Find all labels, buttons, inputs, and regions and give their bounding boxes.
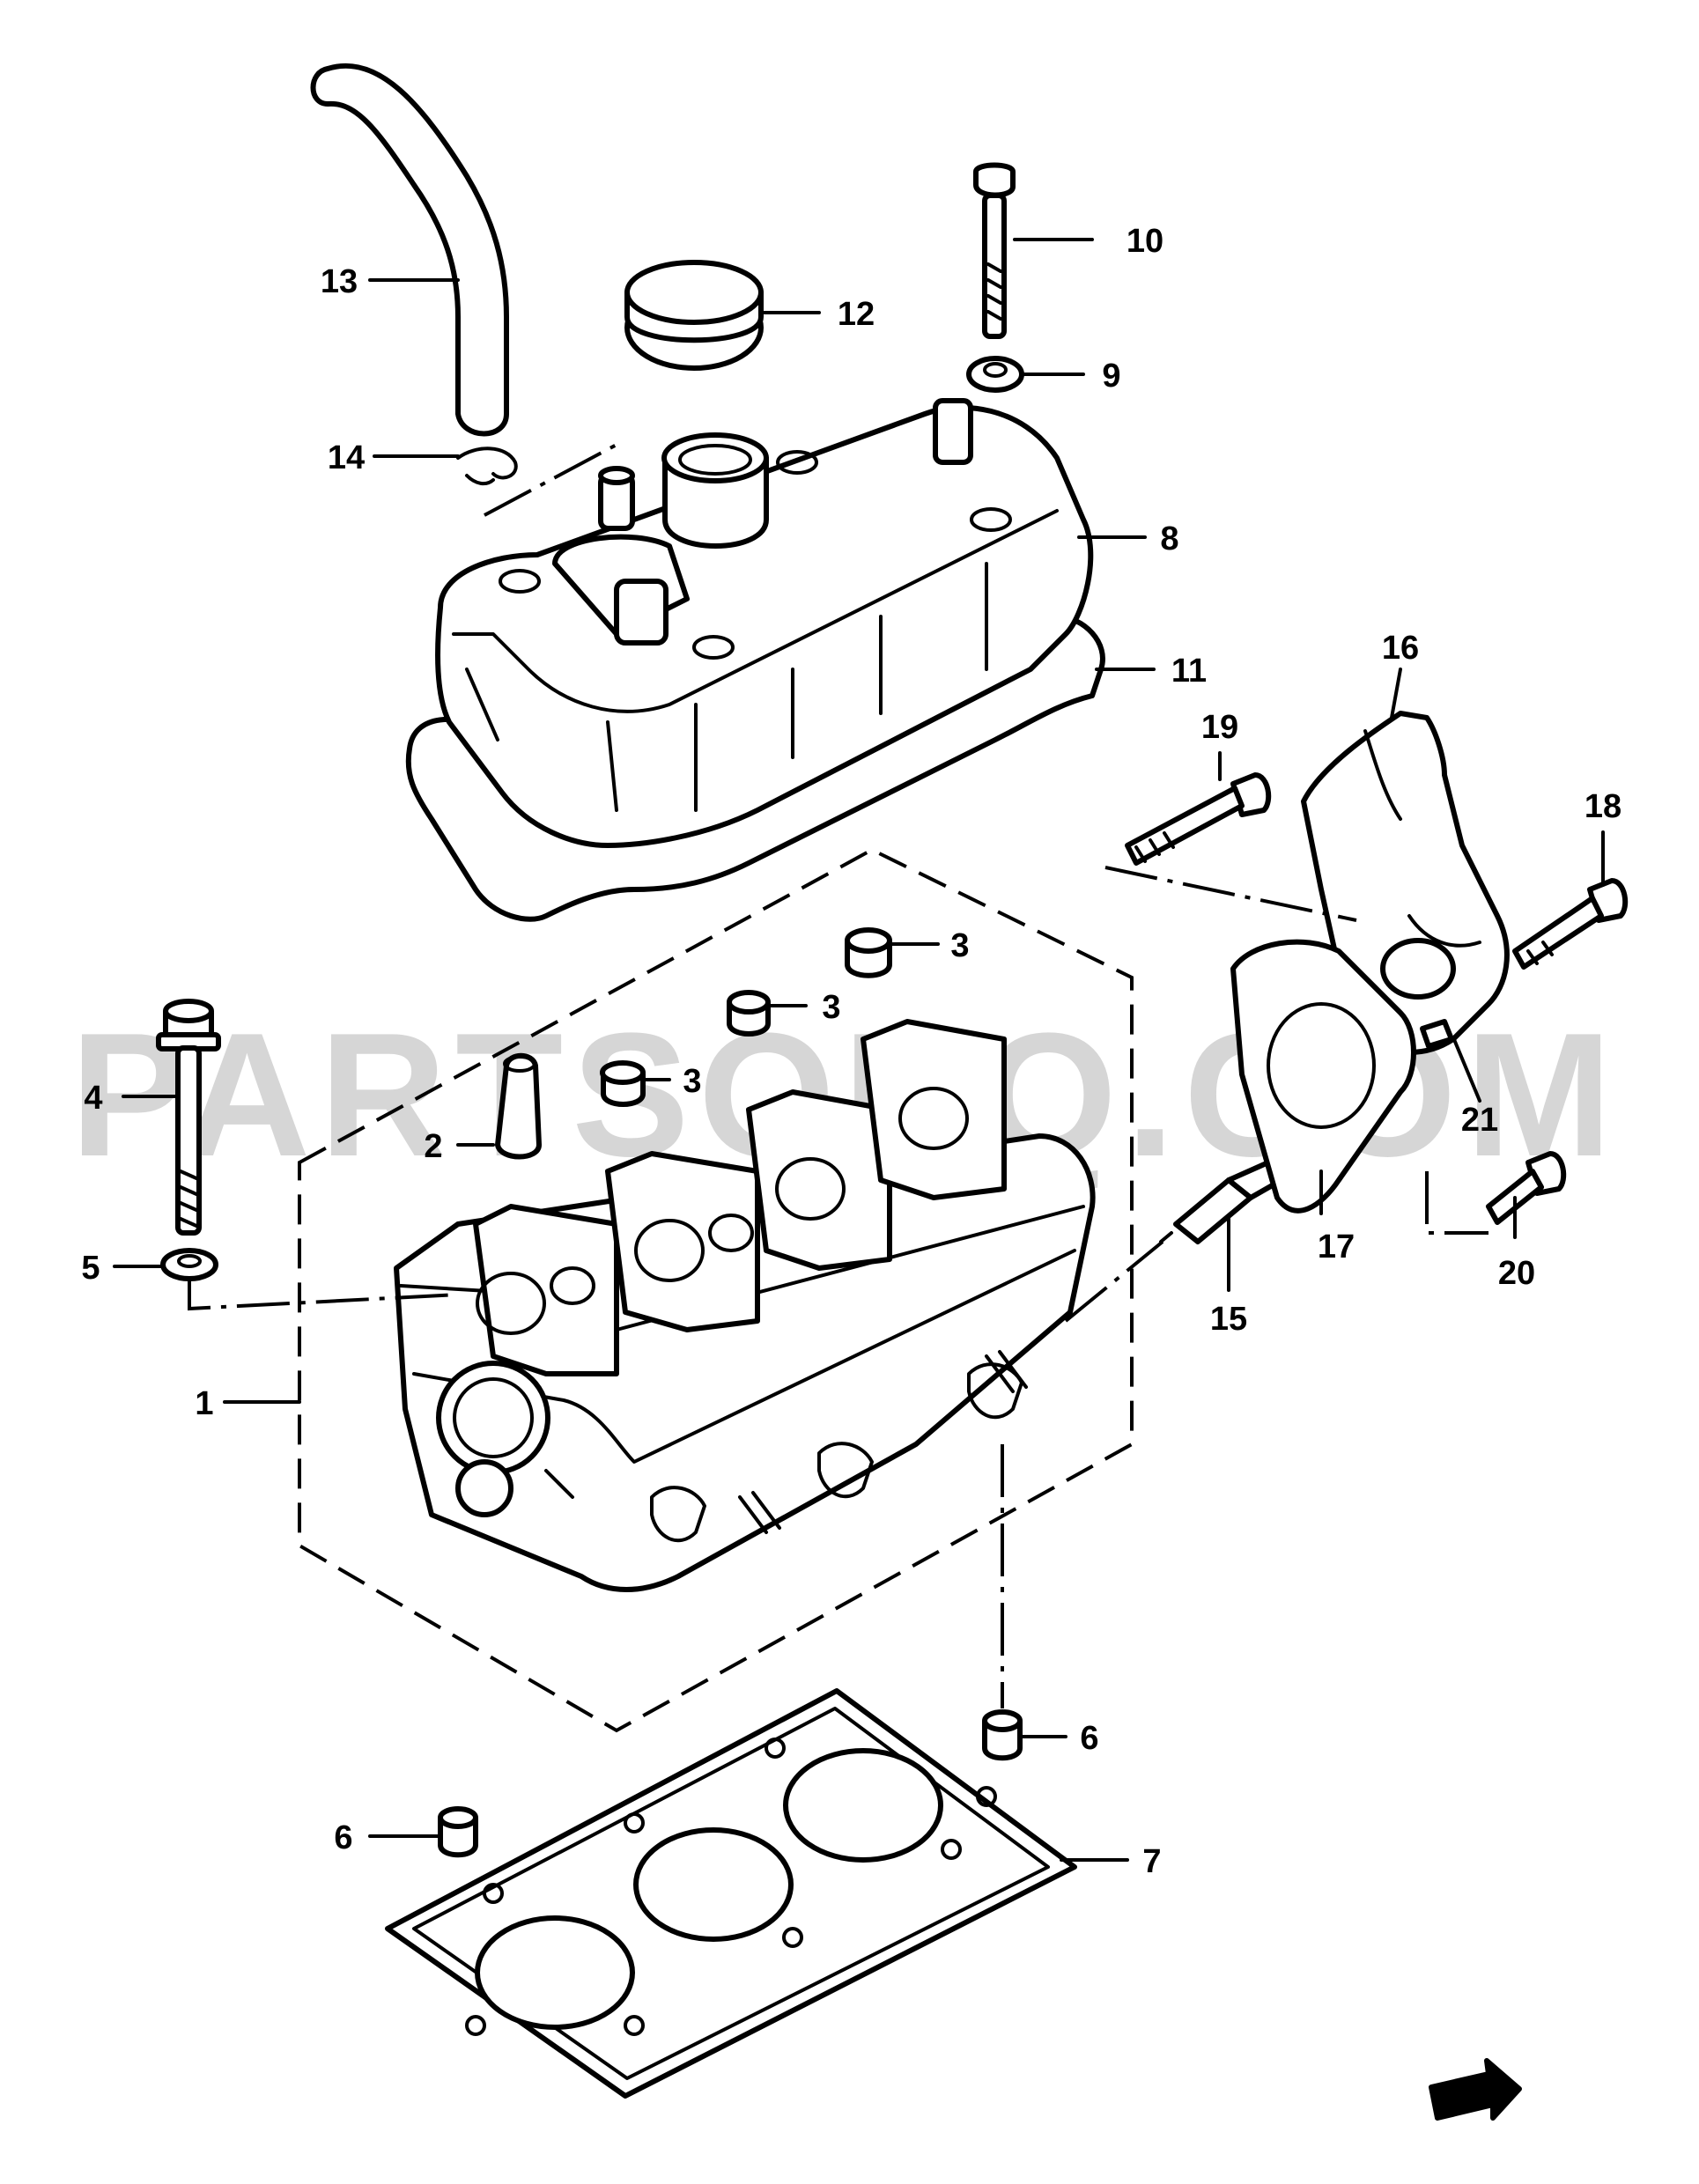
callout-11: 11 bbox=[1171, 653, 1207, 690]
plug-middle[interactable] bbox=[727, 990, 771, 1037]
housing-bolt-long[interactable] bbox=[1125, 772, 1272, 866]
callout-17: 17 bbox=[1318, 1228, 1355, 1265]
ref-line-sensor bbox=[1064, 1240, 1164, 1323]
ref-line-bolt20 bbox=[1425, 1171, 1488, 1235]
callout-16: 16 bbox=[1382, 630, 1419, 667]
callout-13: 13 bbox=[321, 263, 358, 300]
cover-bolt[interactable] bbox=[973, 162, 1016, 339]
housing-bolt-short[interactable] bbox=[1486, 1151, 1567, 1225]
callout-3-middle: 3 bbox=[822, 989, 840, 1026]
cylinder-head-gasket[interactable] bbox=[385, 1688, 1077, 2099]
callout-15: 15 bbox=[1210, 1301, 1247, 1338]
ref-line-bolt4 bbox=[188, 1277, 459, 1311]
front-arrow-icon bbox=[1429, 2058, 1522, 2121]
callout-8: 8 bbox=[1160, 520, 1178, 557]
cylinder-head-cover[interactable] bbox=[405, 398, 1105, 922]
dowel-pin-left[interactable] bbox=[438, 1806, 478, 1858]
hose-clamp[interactable] bbox=[456, 446, 518, 486]
guide-sleeve[interactable] bbox=[495, 1052, 542, 1160]
callout-12: 12 bbox=[838, 296, 875, 333]
breather-hose[interactable] bbox=[310, 63, 509, 437]
callout-2: 2 bbox=[424, 1128, 442, 1165]
callout-6-left: 6 bbox=[334, 1819, 352, 1856]
callout-3-lower: 3 bbox=[683, 1063, 701, 1100]
housing-bolt-right[interactable] bbox=[1512, 878, 1629, 970]
plug-lower[interactable] bbox=[600, 1060, 646, 1107]
callout-19: 19 bbox=[1201, 709, 1238, 746]
callout-6-right: 6 bbox=[1080, 1720, 1098, 1757]
cylinder-head[interactable] bbox=[394, 1019, 1096, 1592]
callout-1: 1 bbox=[195, 1385, 213, 1422]
callout-21: 21 bbox=[1461, 1102, 1498, 1139]
callout-9: 9 bbox=[1102, 358, 1120, 395]
callout-4: 4 bbox=[84, 1080, 102, 1117]
callout-7: 7 bbox=[1142, 1843, 1161, 1880]
head-bolt[interactable] bbox=[156, 999, 221, 1236]
plug-upper[interactable] bbox=[845, 927, 892, 978]
leader-lines bbox=[113, 238, 1605, 1862]
head-bolt-washer[interactable] bbox=[160, 1248, 218, 1281]
thermostat-gasket[interactable] bbox=[1230, 939, 1416, 1214]
cover-washer[interactable] bbox=[966, 356, 1024, 393]
housing-fitting[interactable] bbox=[1420, 1019, 1454, 1049]
callout-3-upper: 3 bbox=[950, 927, 969, 964]
callout-10: 10 bbox=[1127, 223, 1163, 260]
ref-line-housing bbox=[1104, 866, 1357, 922]
callout-20: 20 bbox=[1498, 1255, 1535, 1292]
callout-14: 14 bbox=[328, 439, 365, 476]
callout-18: 18 bbox=[1585, 788, 1621, 825]
oil-filler-cap[interactable] bbox=[624, 260, 764, 371]
callout-5: 5 bbox=[81, 1250, 100, 1287]
dowel-pin-right[interactable] bbox=[982, 1709, 1023, 1761]
ref-line-clamp bbox=[484, 443, 617, 517]
